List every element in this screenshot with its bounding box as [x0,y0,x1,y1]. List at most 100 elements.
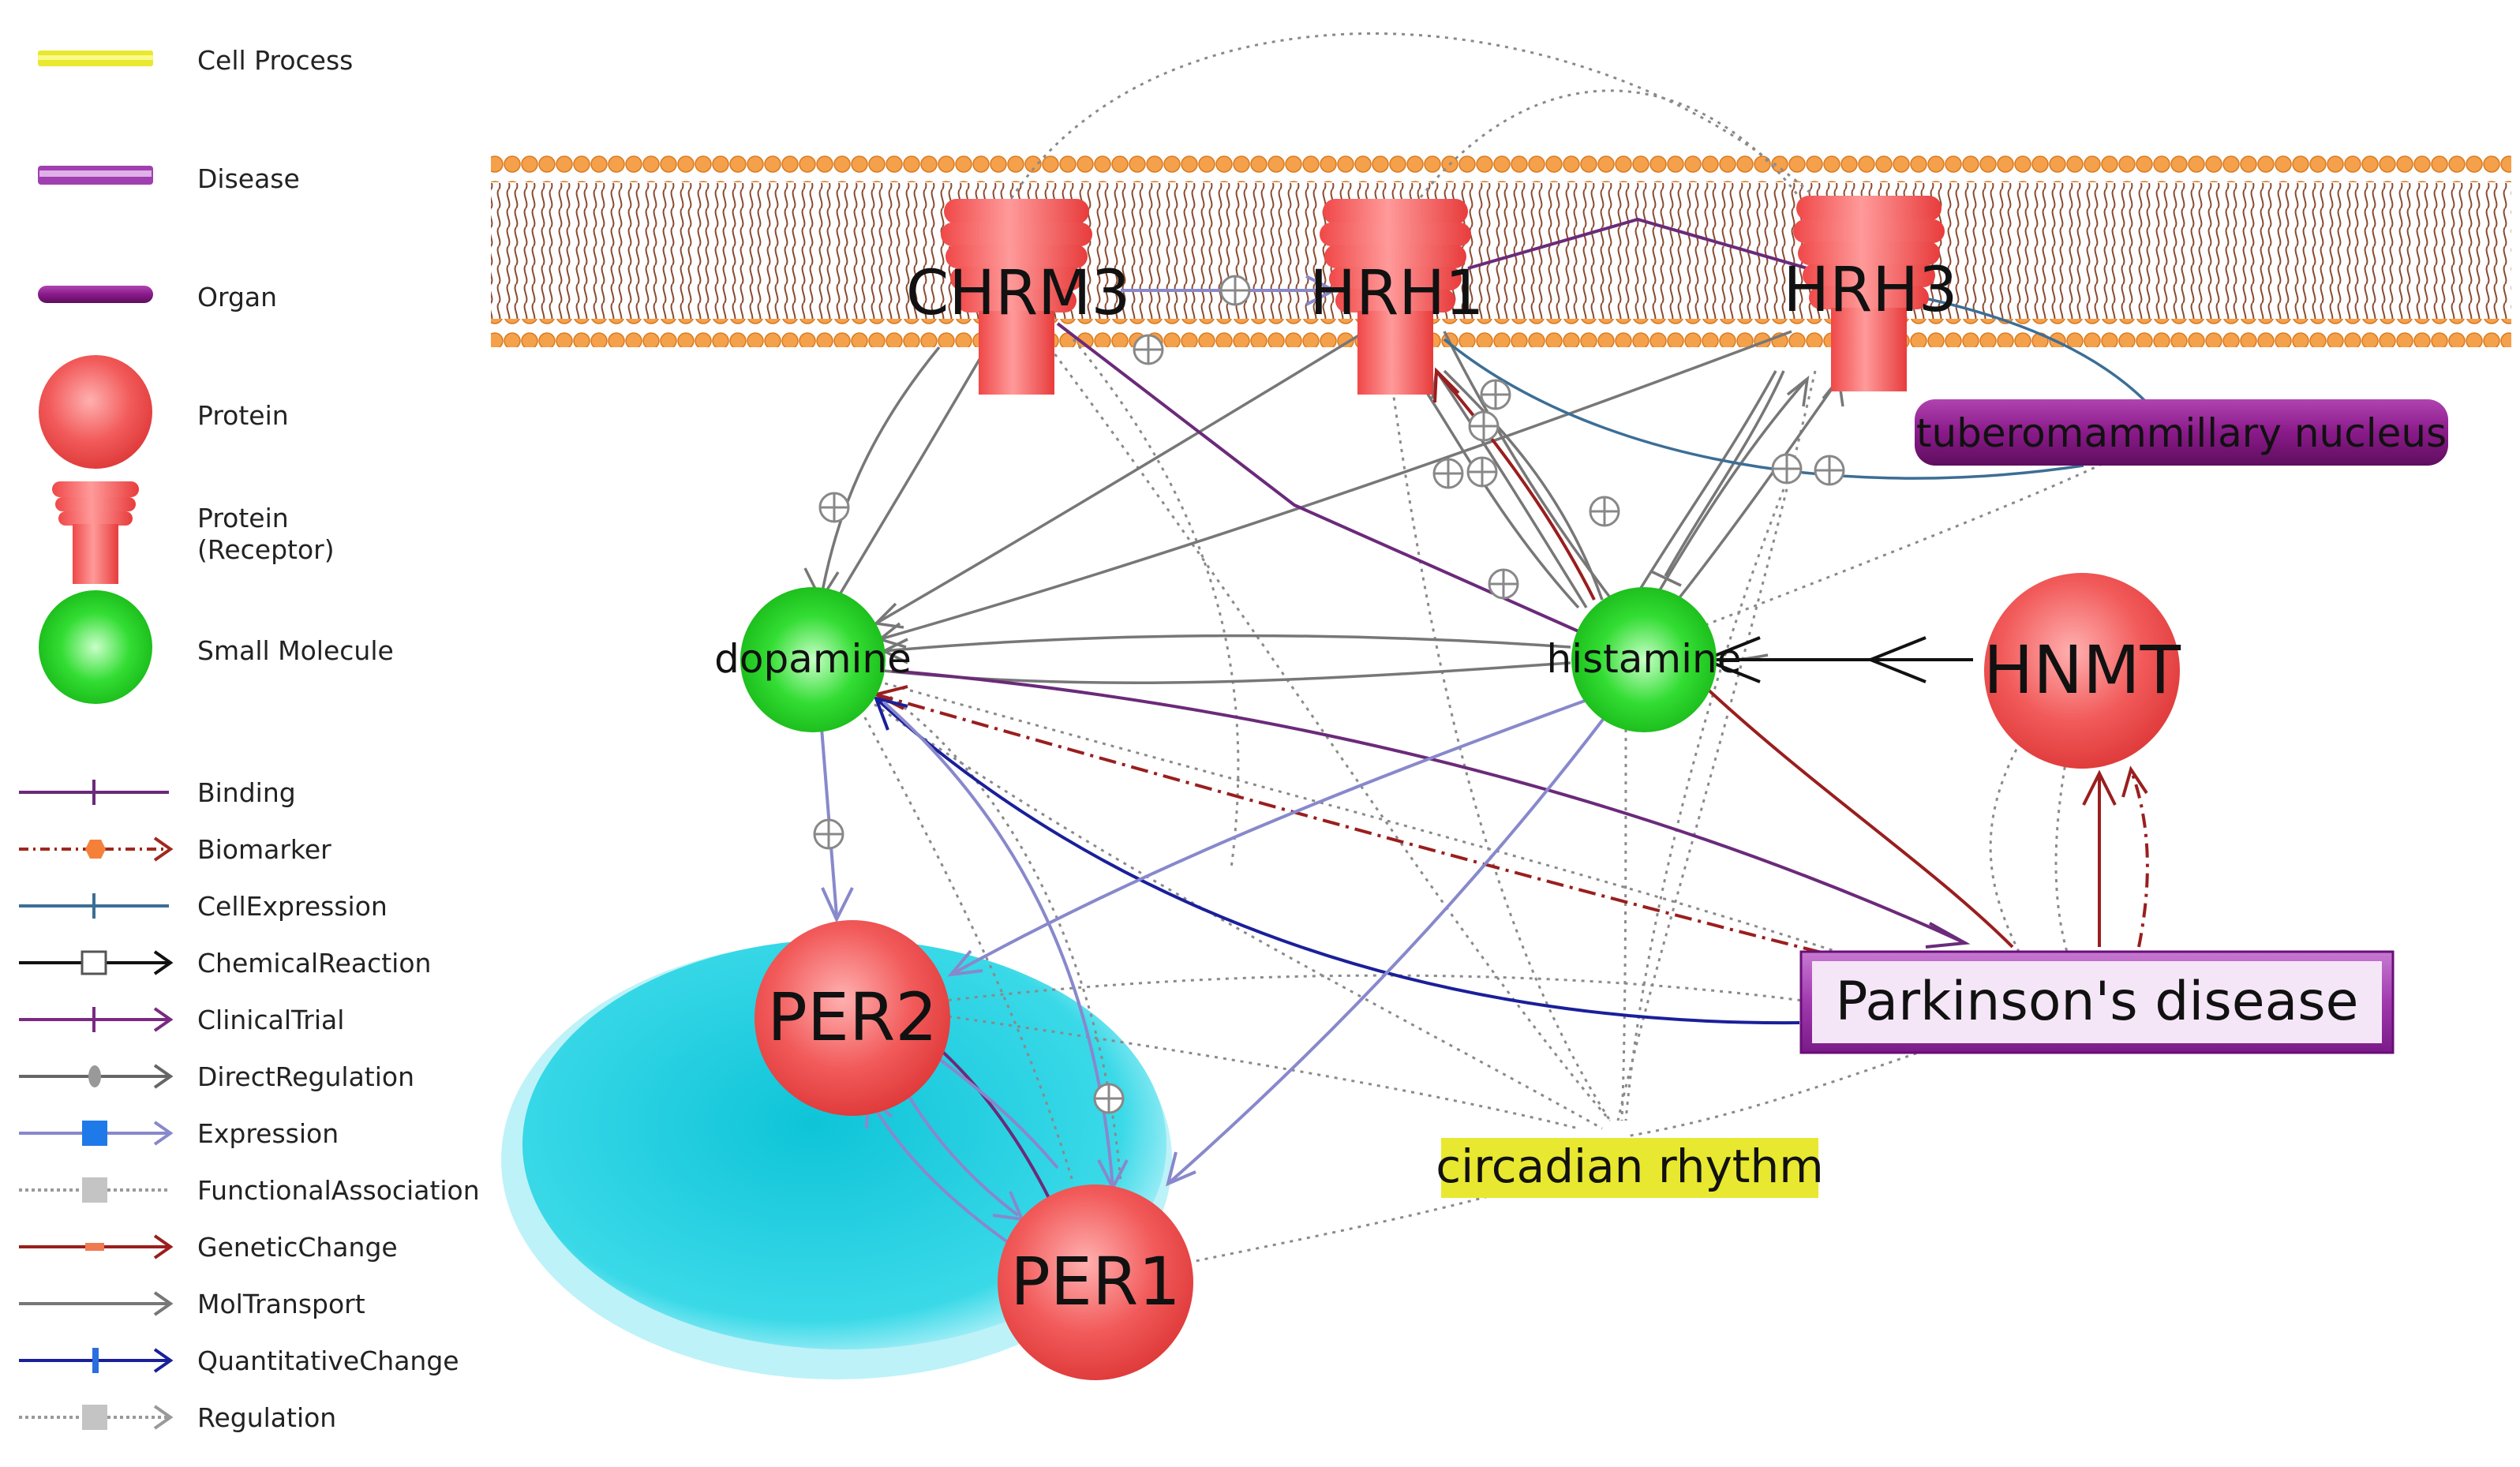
edge-histamine-hrh3-b [1664,377,1840,617]
legend-edge-label: Expression [197,1118,339,1149]
edge-histamine-hrh1-b [1443,369,1604,601]
legend-organ-swatch [38,286,153,303]
edge-dopamine-parkinsons-biomarker [875,693,1848,960]
edge-histamine-circadian [1620,694,1627,1121]
legend-small-molecule-circle [39,590,152,704]
legend: Cell Process Disease Organ Protein Prote… [19,45,480,1433]
edge-per2-parkinsons [930,974,1816,1004]
edge-histamine-tmn-dotted [1688,456,2116,633]
edge-chrm3-dopamine-2 [835,346,988,601]
edge-hrh1-hrh3-arc [1419,89,1801,198]
edge-histamine-parkinsons [1703,685,2014,949]
edge-parkinsons-circadian [1625,1040,1950,1138]
receptor-hrh1[interactable] [1320,199,1471,395]
legend-label-organ: Organ [197,282,277,312]
legend-label-receptor: Protein(Receptor) [197,503,335,565]
edge-histamine-hrh1-a [1435,370,1588,608]
edge-dopamine-parkinsons-dotted [867,677,1848,956]
legend-edge-clinicaltrial: ClinicalTrial [19,1005,344,1035]
legend-edge-label: MolTransport [197,1289,365,1319]
plus-marker [1432,458,1464,489]
legend-edge-label: Biomarker [197,834,331,865]
edge-parkinsons-dopamine [874,697,1800,1025]
node-label-hnmt: HNMT [1983,631,2181,709]
legend-edge-quantitativechange: QuantitativeChange [19,1345,459,1376]
edge-chrm3-histamine-binding [1056,322,1579,633]
edge-hrh1-circadian [1387,362,1612,1121]
edge-chrm3-hrh3-arc [1001,32,1817,214]
protein-hnmt[interactable]: HNMT [1983,573,2181,769]
edge-hrh3-circadian [1616,370,1817,1121]
plus-marker [1093,1083,1125,1114]
small-molecule-histamine[interactable]: histamine [1547,587,1742,732]
edge-histamine-dopamine [883,634,1571,653]
legend-edge-functionalassociation: FunctionalAssociation [19,1175,480,1206]
edge-per2-circadian [930,1012,1579,1130]
disease-parkinsons[interactable]: Parkinson's disease [1799,950,2395,1054]
plus-marker [1468,410,1500,442]
organ-tuberomammillary-nucleus[interactable]: tuberomammillary nucleus [1915,399,2448,466]
plus-marker [1219,275,1251,306]
edge-hrh3-circadian-2 [1624,488,1785,1121]
edge-per1-circadian [1187,1166,1579,1264]
node-label-tuberomammillary: tuberomammillary nucleus [1916,410,2447,456]
node-label-chrm3: CHRM3 [906,258,1130,329]
receptors: CHRM3 HRH1 HRH3 [906,196,1958,395]
edge-hrh1-dopamine [875,330,1366,625]
legend-edge-binding: Binding [19,777,296,808]
legend-label-disease: Disease [197,163,300,194]
edge-hrh1-hrh3-binding [1467,217,1808,270]
legend-disease-swatch [38,166,153,185]
small-molecule-dopamine[interactable]: dopamine [714,587,912,732]
node-label-per2: PER2 [767,979,938,1056]
edge-per2-per1-binding [930,1040,1051,1200]
node-label-histamine: histamine [1547,636,1742,682]
cell-expression-edges [1443,290,2148,480]
legend-receptor-shape [52,481,139,584]
legend-label-cell-process: Cell Process [197,45,353,76]
edge-hrh3-tmn [1893,290,2148,404]
edge-type-legend: BindingBiomarkerCellExpressionChemicalRe… [19,777,480,1433]
edge-hrh1-histamine-d [1443,331,1619,609]
legend-edge-label: Regulation [197,1402,336,1433]
legend-edge-cellexpression: CellExpression [19,891,388,922]
edge-histamine-hrh3-a [1648,377,1809,608]
edge-hrh3-dopamine [879,330,1792,641]
legend-edge-label: Binding [197,777,296,808]
node-label-dopamine: dopamine [714,636,912,682]
protein-per1[interactable]: PER1 [998,1184,1193,1380]
binding-edges [891,217,1971,1200]
legend-label-small-molecule: Small Molecule [197,635,394,666]
legend-edge-regulation: Regulation [19,1402,336,1433]
quantitative-change-edges [873,696,1800,1025]
edge-dopamine-per2 [819,717,838,916]
node-label-hrh1: HRH1 [1309,258,1484,329]
legend-edge-label: ClinicalTrial [197,1005,344,1035]
edge-hrh3-histamine-inhibit [1664,370,1785,577]
node-label-circadian: circadian rhythm [1436,1140,1824,1193]
legend-edge-label: FunctionalAssociation [197,1175,480,1206]
plus-marker [1133,334,1164,365]
legend-edge-label: QuantitativeChange [197,1345,459,1376]
edge-parkinsons-hnmt-dash [2129,769,2149,948]
plus-marker [1480,379,1511,410]
plus-marker [1589,496,1620,527]
legend-edge-chemicalreaction: ChemicalReaction [19,948,431,979]
plus-marker [1814,455,1845,486]
legend-edge-directregulation: DirectRegulation [19,1061,414,1092]
edge-hnmt-parkinsons-dotted-1 [1989,741,2022,956]
legend-edge-geneticchange: GeneticChange [19,1232,398,1263]
legend-edge-expression: Expression [19,1118,339,1149]
legend-edge-label: CellExpression [197,891,388,922]
cell-process-circadian-rhythm[interactable]: circadian rhythm [1436,1138,1824,1198]
cell-membrane [491,152,2511,349]
edge-hnmt-parkinsons-dotted-2 [2054,749,2069,956]
receptor-chrm3[interactable] [941,199,1092,395]
plus-marker [813,818,844,850]
receptor-hrh3[interactable] [1793,196,1945,391]
plus-marker [1771,453,1803,485]
protein-per2[interactable]: PER2 [755,920,950,1116]
edge-chrm3-dopamine [819,346,941,601]
